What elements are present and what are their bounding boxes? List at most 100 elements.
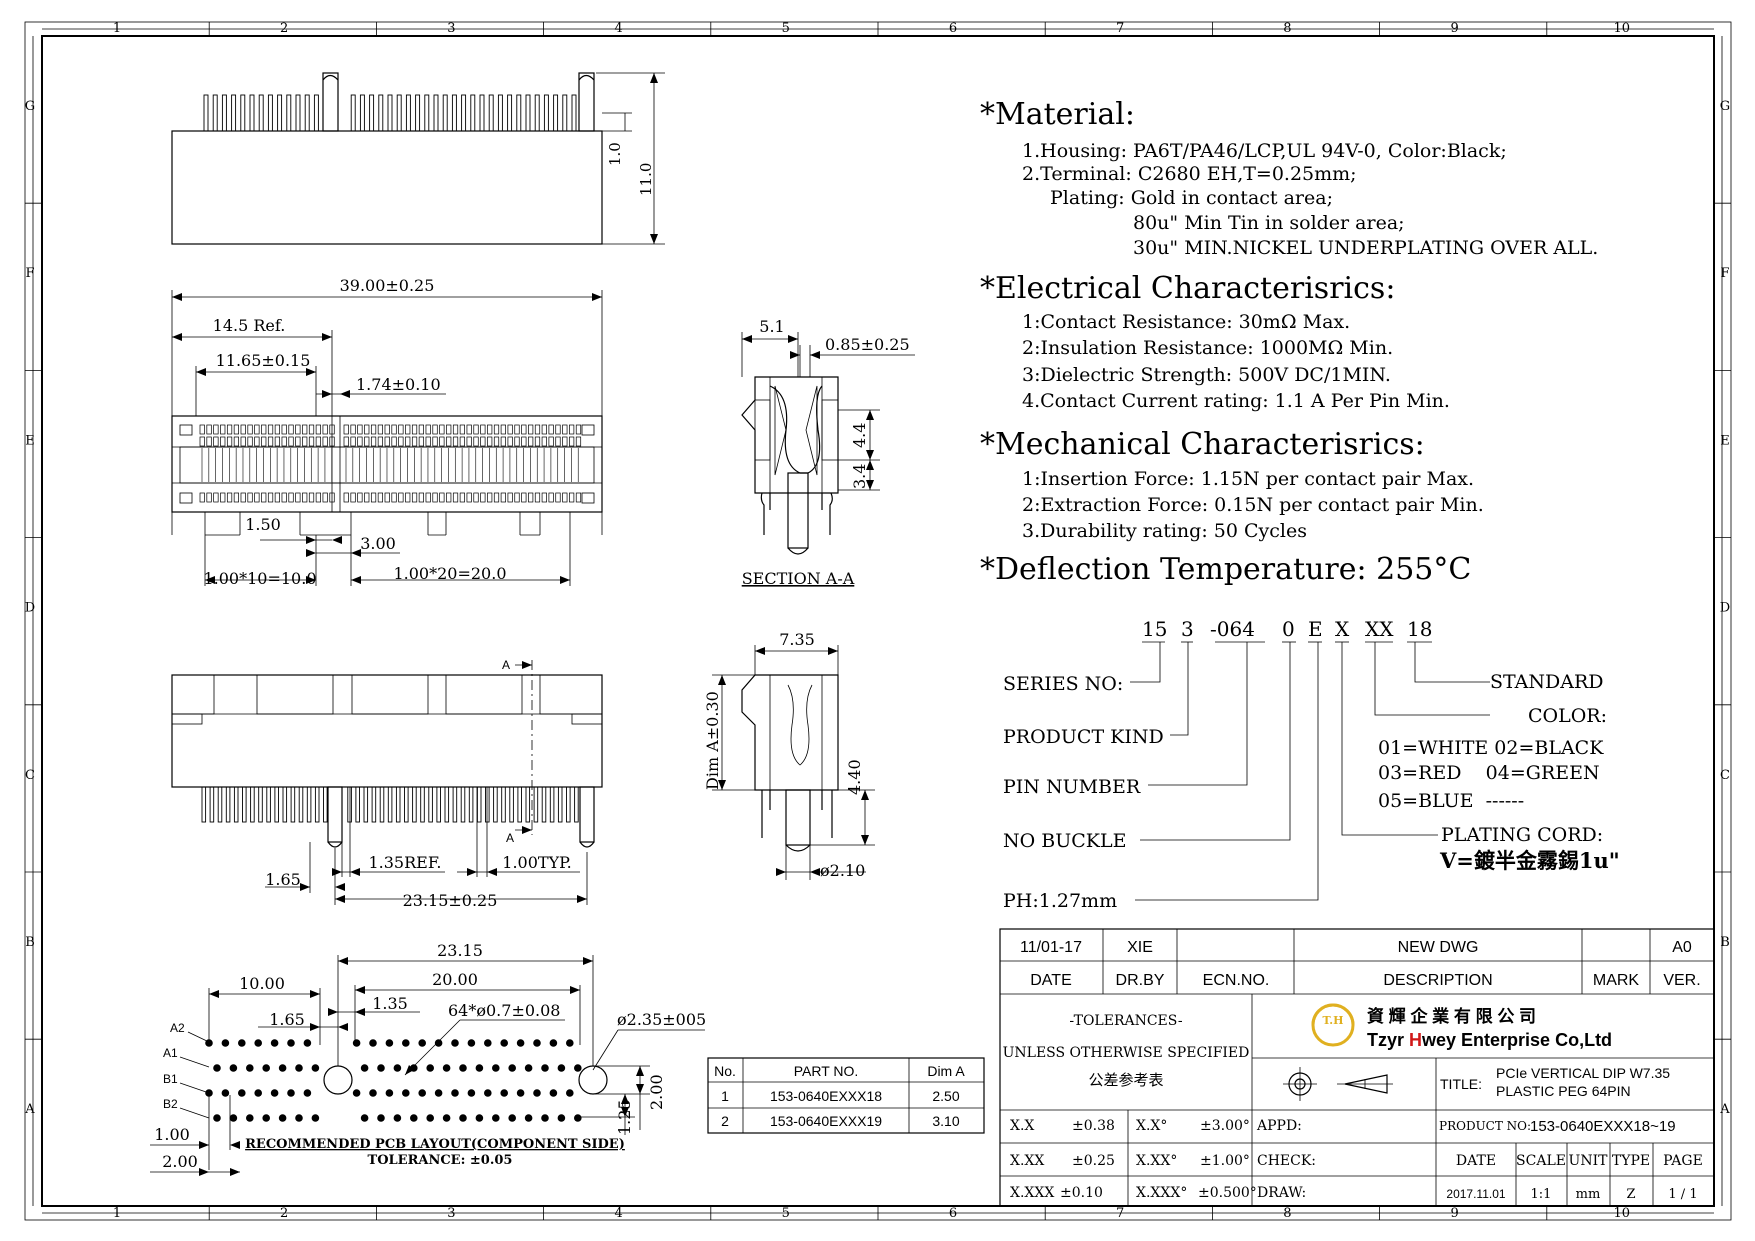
tol-value: ±0.500°	[1198, 1185, 1257, 1201]
side-view-pin	[442, 94, 448, 132]
top-view-contact	[411, 436, 418, 447]
pcb-hole	[369, 1039, 377, 1047]
border-row-letter: D	[1720, 601, 1730, 616]
material-line: 80u" Min Tin in solder area;	[1133, 212, 1405, 234]
front-view-pin	[217, 786, 223, 823]
top-view-contact	[446, 436, 452, 447]
pcb-title: RECOMMENDED PCB LAYOUT(COMPONENT SIDE)	[245, 1137, 625, 1152]
top-view-contact	[569, 424, 575, 435]
top-view-contact	[295, 436, 301, 447]
top-view: 39.00±0.25 14.5 Ref. 11.65±0.15 1.74±0.1…	[171, 276, 603, 588]
top-view-contact	[555, 436, 561, 447]
dim-side-1-0: 1.0	[606, 142, 624, 166]
pcb-hole	[377, 1064, 385, 1072]
top-view-contact	[261, 492, 267, 503]
mechanical-line: 2:Extraction Force: 0.15N per contact pa…	[1022, 494, 1484, 516]
dim-top-11-65: 11.65±0.15	[216, 351, 311, 370]
pcb-hole	[229, 1114, 238, 1122]
top-view-contact	[452, 424, 459, 435]
pcb-hole	[434, 1039, 443, 1047]
label-standard: STANDARD	[1490, 671, 1604, 693]
front-view-pin	[306, 786, 312, 823]
border-row-letter: B	[1720, 935, 1730, 950]
pcb-hole	[541, 1114, 549, 1122]
border-row-letter: E	[1720, 433, 1730, 448]
top-view-contact	[343, 424, 349, 435]
border-column-number: 10	[1614, 1206, 1631, 1221]
top-view-contact	[384, 424, 390, 435]
front-view-pin	[468, 786, 474, 823]
top-view-contact	[473, 424, 479, 435]
pcb-hole	[541, 1064, 549, 1072]
dim-end-dim-a: Dim A±0.30	[703, 691, 722, 790]
top-view-contact	[411, 424, 418, 435]
top-view-contact	[575, 436, 582, 447]
border-column-number: 2	[280, 21, 288, 36]
top-view-contact	[493, 424, 500, 435]
top-view-contact	[528, 492, 534, 503]
top-view-contact	[213, 424, 219, 435]
top-view-contact	[308, 424, 315, 435]
side-view-pin	[543, 94, 549, 132]
top-view-contact	[418, 436, 424, 447]
dim-pcb-2-00-h: 2.00	[162, 1152, 198, 1171]
pcb-hole	[549, 1089, 558, 1097]
part-table-cell: 1	[721, 1088, 729, 1104]
part-code: 15 3 -064 0 E X XX 18 SERIES NO: PRODUCT…	[1003, 617, 1620, 912]
top-view-contact	[575, 492, 582, 503]
front-view-pin	[549, 786, 555, 823]
dim-front-1-65: 1.65	[265, 870, 301, 889]
top-view-contact	[493, 436, 500, 447]
part-table-header-no: No.	[714, 1063, 736, 1079]
side-view-pin	[240, 94, 246, 132]
border-row-letter: F	[25, 266, 34, 281]
top-view-contact	[562, 424, 568, 435]
top-view-contact	[281, 424, 287, 435]
front-view-pin	[517, 786, 522, 823]
part-table-cell: 2.50	[932, 1088, 959, 1104]
front-view-pin	[209, 786, 215, 823]
side-view-pin	[571, 94, 577, 132]
front-view-pin	[501, 786, 506, 823]
pcb-hole	[566, 1089, 574, 1097]
pcb-hole	[238, 1039, 246, 1047]
dim-pcb-1-65: 1.65	[269, 1010, 305, 1029]
pcb-hole	[508, 1114, 516, 1122]
top-view-contact	[322, 436, 328, 447]
code-segment: X	[1335, 617, 1350, 641]
top-view-contact	[459, 436, 465, 447]
pcb-hole	[557, 1114, 566, 1122]
pcb-hole	[557, 1064, 566, 1072]
material-line: Plating: Gold in contact area;	[1050, 187, 1333, 209]
top-view-contact	[213, 436, 219, 447]
top-view-contact	[364, 492, 370, 503]
top-view-contact	[315, 436, 321, 447]
part-table-cell: 153-0640EXXX18	[770, 1088, 882, 1104]
top-view-contact	[534, 436, 541, 447]
top-view-contact	[555, 492, 561, 503]
top-view-contact	[432, 436, 438, 447]
pcb-hole	[369, 1089, 377, 1097]
top-view-contact	[384, 436, 390, 447]
front-view-pin	[258, 786, 263, 823]
code-segment: E	[1308, 617, 1323, 641]
pcb-hole	[246, 1114, 254, 1122]
border-row-letter: C	[1720, 768, 1730, 783]
label-color: COLOR:	[1528, 705, 1607, 727]
pcb-hole	[352, 1089, 361, 1097]
pcb-hole	[377, 1114, 385, 1122]
top-view-contact	[466, 492, 472, 503]
side-view-pin	[479, 94, 485, 132]
dim-top-1x10: 1.00*10=10.0	[203, 569, 316, 588]
front-view-pin	[363, 786, 369, 823]
top-view-contact	[432, 492, 438, 503]
pcb-hole	[467, 1039, 476, 1047]
front-view-pin	[347, 786, 352, 823]
company-chinese: 資 輝 企 業 有 限 公 司	[1367, 1006, 1536, 1026]
electrical-line: 2:Insulation Resistance: 1000MΩ Min.	[1022, 337, 1393, 359]
pcb-hole	[410, 1114, 418, 1122]
dim-pcb-10-00: 10.00	[239, 974, 285, 993]
company-english-part1: Tzyr	[1367, 1030, 1409, 1050]
code-segment: XX	[1365, 617, 1394, 641]
